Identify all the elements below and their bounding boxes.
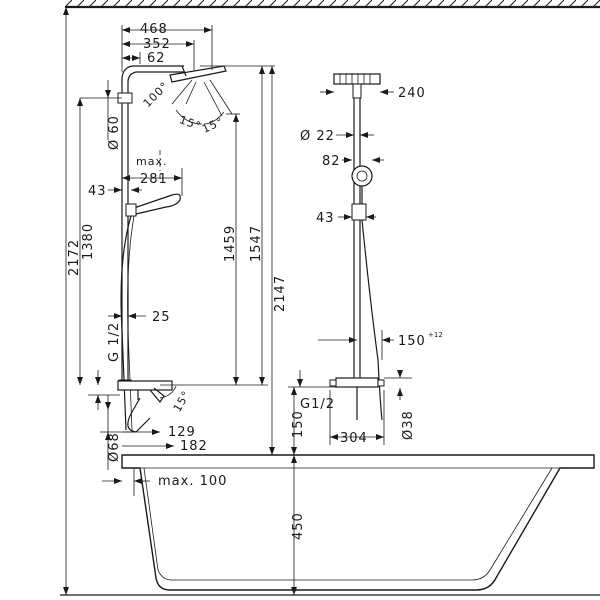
overhead-shower-front [333, 73, 381, 99]
dim-182: 182 [180, 439, 208, 454]
dim-2147: 2147 [273, 275, 288, 312]
dim-129: 129 [168, 425, 196, 440]
left-top-dimensions: 468 352 62 [121, 22, 213, 72]
angle-100: 100° [141, 79, 172, 110]
dim-150-height: 150 [291, 410, 306, 438]
dim-352: 352 [143, 37, 171, 52]
dim-dia60: Ø 60 [107, 115, 122, 150]
dim-dia60-group: Ø 60 [80, 80, 122, 150]
dim-468: 468 [140, 22, 168, 37]
hand-shower-front [351, 165, 383, 421]
dim-max100: max. 100 [158, 474, 227, 489]
dim-25-group: 25 [108, 310, 171, 325]
thermostat-front [329, 377, 385, 420]
dim-304: 304 [340, 431, 368, 446]
dim-62: 62 [147, 51, 166, 66]
dim-1380-group: 1380 [77, 98, 96, 385]
dim-1380: 1380 [81, 223, 96, 260]
tol-150: +12 [428, 331, 443, 339]
right-dimensions: 240 Ø 22 82 43 150 +12 G1/2 150 [288, 86, 443, 455]
thread-left-group: G 1/2 [88, 322, 122, 410]
dim-281: 281 [140, 172, 168, 187]
dim-43-left: 43 [88, 184, 107, 199]
angle-15-c: 15° [171, 388, 194, 414]
dim-2172: 2172 [67, 239, 82, 276]
dim-max100-group: max. 100 [102, 468, 227, 496]
thread-g12-left: G 1/2 [107, 322, 122, 362]
angle-15-b: 15° [200, 115, 226, 136]
left-view [117, 65, 233, 433]
dim-240: 240 [398, 86, 426, 101]
dim-2172-group: 2172 [63, 7, 82, 595]
dim-1459-1547-2147: 1459 1547 2147 [160, 65, 288, 455]
dim-dia68: Ø68 [107, 432, 122, 462]
dim-dia38: Ø38 [401, 410, 416, 440]
dim-1459: 1459 [223, 225, 238, 262]
dim-82: 82 [322, 154, 341, 169]
ceiling [65, 0, 600, 9]
overhead-shower [169, 65, 233, 117]
dim-281-43: max. 281 43 [88, 155, 183, 199]
bathtub [121, 454, 595, 591]
thread-g12-right: G1/2 [300, 397, 335, 412]
right-view [329, 73, 385, 421]
label-max: max. [136, 155, 167, 168]
hand-shower [120, 193, 181, 431]
dim-450: 450 [291, 512, 306, 540]
dim-25: 25 [152, 310, 171, 325]
dim-129-182: 129 182 [122, 425, 208, 454]
dim-43-right: 43 [316, 211, 335, 226]
dim-150-offset: 150 [398, 334, 426, 349]
dim-1547: 1547 [249, 225, 264, 262]
dim-dia22: Ø 22 [300, 129, 335, 144]
